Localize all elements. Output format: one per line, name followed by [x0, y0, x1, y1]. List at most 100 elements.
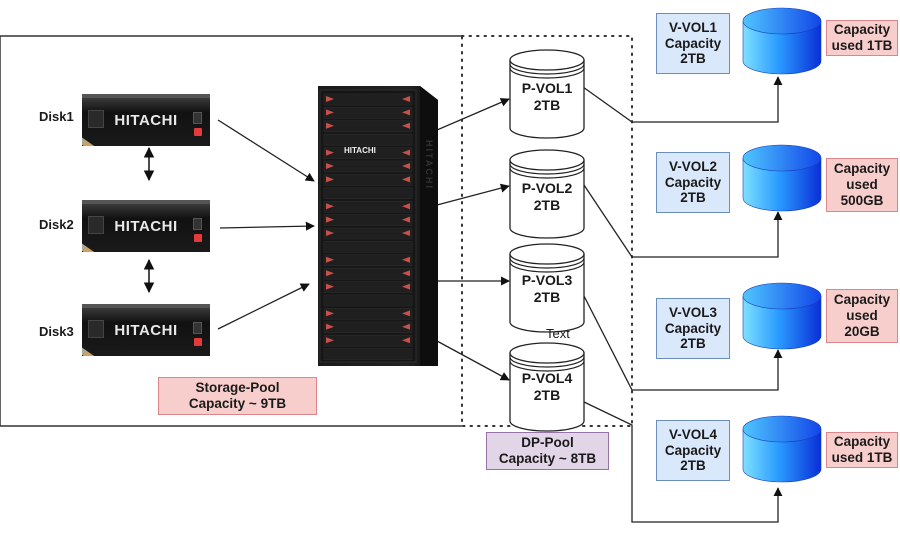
pvol3-name: P-VOL3: [521, 272, 573, 288]
vvol2-info: V-VOL2 Capacity 2TB: [656, 152, 730, 213]
power-led-icon: [194, 128, 202, 136]
disk1-brand: HITACHI: [114, 112, 178, 129]
rack-slot: [323, 147, 413, 159]
vvol1-cylinder-icon[interactable]: [742, 7, 822, 75]
dp-pool-capacity: Capacity ~ 8TB: [498, 451, 597, 466]
rack-slot: [323, 133, 413, 146]
vvol4-used-line1: Capacity: [833, 434, 891, 450]
vvol3-used-line1: Capacity: [833, 292, 891, 308]
pvol2-cylinder-icon[interactable]: [509, 149, 585, 239]
dp-pool-label: DP-Pool Capacity ~ 8TB: [486, 432, 609, 470]
vvol4-cylinder-icon[interactable]: [742, 415, 822, 483]
rack-slot: [323, 227, 413, 240]
rack-slot: [323, 107, 413, 119]
vvol2-used: Capacity used 500GB: [826, 158, 898, 212]
storage-pool-label: Storage-Pool Capacity ~ 9TB: [158, 377, 317, 415]
disk2-server[interactable]: HITACHI: [82, 200, 210, 252]
pvol3-label[interactable]: P-VOL3 2TB: [510, 272, 584, 306]
disk-panel-icon: [88, 110, 104, 128]
pvol4-to-vvol4-connector: [583, 401, 783, 523]
decor-stripe: [191, 308, 210, 309]
rack-slot: [323, 294, 413, 307]
vvol3-name: V-VOL3: [668, 304, 717, 320]
disk2-brand: HITACHI: [114, 218, 178, 235]
rack-slot: [323, 254, 413, 267]
vvol2-used-line1: Capacity: [833, 161, 891, 177]
pvol3-size: 2TB: [533, 288, 561, 305]
vvol2-used-line2: used: [846, 177, 878, 193]
decor-stripe: [82, 137, 107, 146]
power-led-icon: [194, 234, 202, 242]
pvol1-cylinder-icon[interactable]: [509, 49, 585, 139]
rack-slot: [323, 160, 413, 173]
rack-slot: [323, 308, 413, 320]
disk1-server[interactable]: HITACHI: [82, 94, 210, 146]
disk3-label: Disk3: [39, 324, 74, 339]
decor-stripe: [191, 98, 210, 99]
vvol2-used-line3: 500GB: [840, 192, 884, 208]
rack-slot: [323, 348, 413, 360]
pvol2-name: P-VOL2: [521, 180, 573, 196]
decor-stripe: [82, 243, 107, 252]
rack-to-pvol2-arrow: [436, 183, 510, 206]
rack-slot: [323, 267, 413, 280]
pvol4-name: P-VOL4: [521, 370, 573, 386]
disk3-server[interactable]: HITACHI: [82, 304, 210, 356]
vvol1-cap: 2TB: [680, 51, 706, 67]
vvol2-cylinder-icon[interactable]: [742, 144, 822, 212]
vvol3-cap-label: Capacity: [664, 320, 722, 336]
vvol3-used-line2: used: [846, 308, 878, 324]
disk3-brand: HITACHI: [114, 322, 178, 339]
disk2-to-rack-arrow: [219, 221, 315, 231]
pvol4-cylinder-icon[interactable]: [509, 342, 585, 432]
vvol1-used: Capacity used 1TB: [826, 20, 898, 56]
rack-to-pvol4-arrow: [436, 340, 510, 381]
vvol4-name: V-VOL4: [668, 426, 717, 442]
vvol3-cylinder-icon[interactable]: [742, 282, 822, 350]
rack-brand-vertical: HITACHI: [424, 140, 434, 190]
pvol1-size: 2TB: [533, 96, 561, 113]
rack-slot: [323, 321, 413, 334]
disk-panel-icon: [88, 216, 104, 234]
pvol4-label[interactable]: P-VOL4 2TB: [510, 370, 584, 404]
power-led-icon: [194, 338, 202, 346]
rack-slot: [323, 200, 413, 213]
storage-pool-boundary: [0, 35, 462, 427]
rack-slot: [323, 281, 413, 293]
dp-pool-title: DP-Pool: [521, 435, 574, 451]
decor-stripe: [191, 204, 210, 205]
vvol1-name: V-VOL1: [668, 19, 717, 35]
rack-to-pvol1-arrow: [436, 98, 510, 131]
vvol2-cap: 2TB: [680, 190, 706, 206]
rack-slot: [323, 174, 413, 186]
storage-rack: HITACHI: [318, 86, 438, 366]
disk2-label: Disk2: [39, 217, 74, 232]
vvol2-cap-label: Capacity: [664, 174, 722, 190]
pvol2-label[interactable]: P-VOL2 2TB: [510, 180, 584, 214]
vvol3-cap: 2TB: [680, 336, 706, 352]
port-icon: [193, 322, 202, 334]
storage-pool-title: Storage-Pool: [195, 380, 280, 396]
vvol1-cap-label: Capacity: [664, 35, 722, 51]
pvol4-size: 2TB: [533, 386, 561, 403]
rack-slot: [323, 334, 413, 347]
pvol3-cylinder-icon[interactable]: [509, 243, 585, 333]
rack-slot: [323, 120, 413, 133]
decor-stripe: [82, 347, 107, 356]
pvol1-label[interactable]: P-VOL1 2TB: [510, 80, 584, 114]
port-icon: [193, 112, 202, 124]
rack-slot: [323, 214, 413, 226]
disk3-to-rack-arrow: [217, 283, 310, 330]
pvol3-to-vvol3-connector: [583, 295, 783, 391]
port-icon: [193, 218, 202, 230]
vvol1-used-line1: Capacity: [833, 22, 891, 38]
disk1-label: Disk1: [39, 109, 74, 124]
storage-pool-capacity: Capacity ~ 9TB: [188, 396, 287, 411]
vvol4-used: Capacity used 1TB: [826, 432, 898, 468]
pvol1-to-vvol1-connector: [582, 76, 783, 123]
vvol3-used-line3: 20GB: [844, 323, 880, 339]
vvol3-info: V-VOL3 Capacity 2TB: [656, 298, 730, 359]
vvol4-used-line2: used 1TB: [831, 450, 893, 465]
pvol2-to-vvol2-connector: [583, 184, 783, 258]
